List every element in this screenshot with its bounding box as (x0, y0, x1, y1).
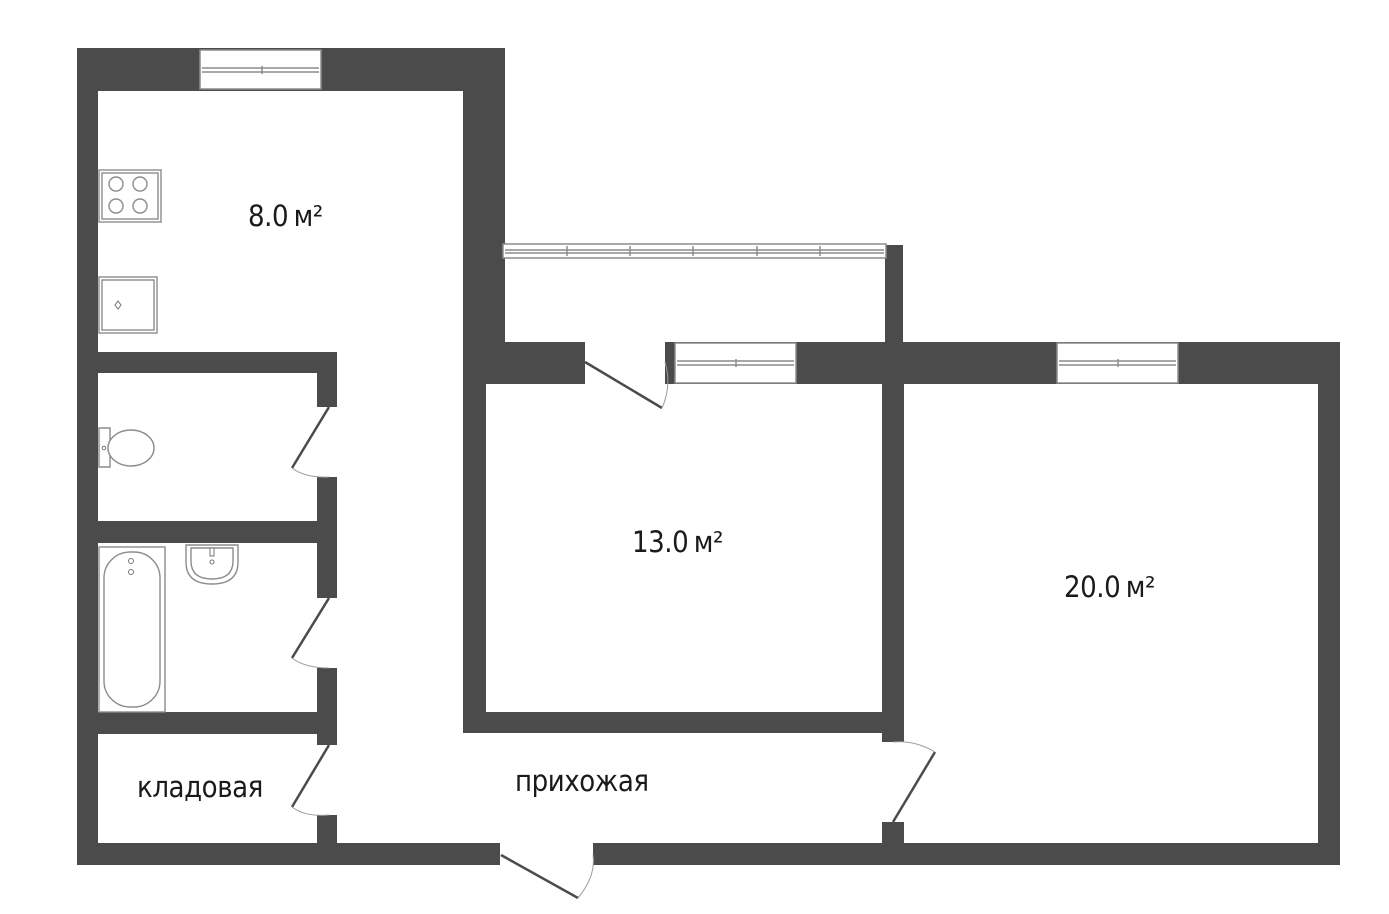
wall-room1-bottom (463, 712, 903, 733)
sink-icon (98, 276, 158, 334)
door-balcony (584, 360, 669, 410)
bathtub-icon (98, 546, 166, 713)
wall-right (1318, 342, 1340, 865)
wall-bottom-right (593, 843, 1340, 865)
window-kitchen (199, 49, 322, 90)
wall-kitchen-toilet (77, 352, 337, 373)
stove-icon (98, 169, 162, 223)
room2-area-value: 20.0 (1064, 570, 1121, 604)
kitchen-area-unit: м² (293, 199, 324, 233)
wall-bath-jamb-bottom (317, 668, 337, 745)
door-toilet (290, 406, 331, 478)
window-room1 (674, 342, 797, 384)
room1-area-unit: м² (693, 525, 724, 559)
wall-room2-door-stub (882, 822, 904, 865)
wall-bottom-left (77, 843, 500, 865)
door-entrance (500, 853, 594, 900)
wall-bath-jamb-top (317, 521, 337, 598)
wall-kitchen-right (463, 48, 505, 350)
kitchen-area-value: 8.0 (248, 199, 289, 233)
room2-area-unit: м² (1125, 570, 1156, 604)
door-room2 (891, 741, 937, 823)
door-bathroom (290, 597, 331, 669)
wall-room1-left (463, 342, 486, 733)
wall-toilet-bath (77, 521, 337, 543)
wall-toilet-jamb-top (317, 352, 337, 407)
windows (199, 49, 1179, 384)
room1-area-value: 13.0 (632, 525, 689, 559)
storage-label: кладовая (137, 770, 263, 804)
walls (77, 48, 1340, 865)
wall-balcony-side (885, 245, 903, 350)
door-storage (290, 744, 331, 816)
doors (290, 360, 937, 900)
wall-storage-jamb-bottom (317, 815, 337, 865)
hallway-label: прихожая (515, 764, 649, 798)
wall-room1-room2 (882, 342, 904, 742)
wall-bath-storage (77, 712, 337, 734)
toilet-icon (98, 427, 155, 468)
window-room2 (1056, 342, 1179, 384)
window-balcony (502, 243, 887, 259)
wall-left (77, 48, 98, 865)
washbasin-icon (185, 544, 239, 585)
